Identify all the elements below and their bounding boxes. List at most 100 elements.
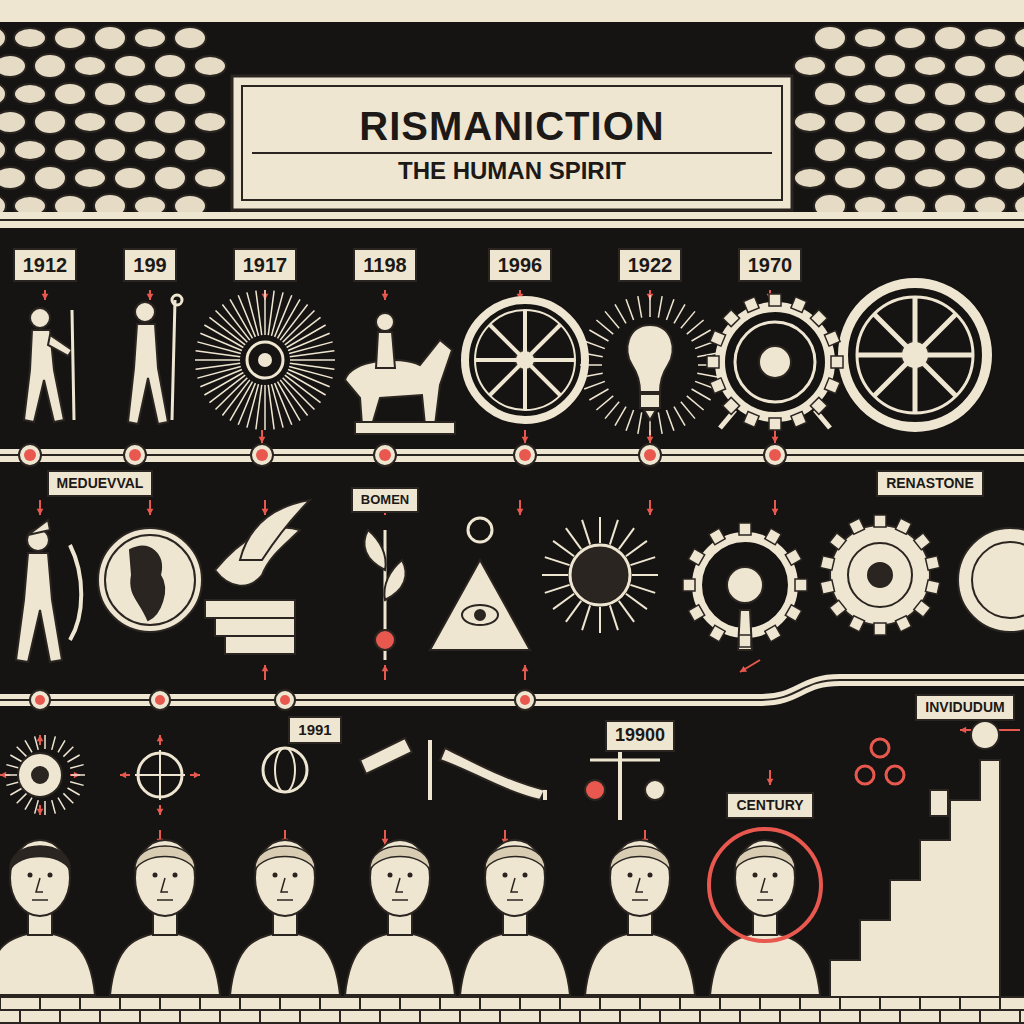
gear-teeth — [810, 397, 827, 414]
node-text: 1991 — [298, 721, 331, 739]
sunbursts — [5, 290, 720, 815]
divider-line — [0, 219, 1024, 221]
date-box: 1996 — [488, 248, 553, 282]
sunbursts — [630, 557, 655, 565]
stone-wall — [174, 139, 206, 161]
red-arrows — [42, 294, 49, 300]
node-text: RENASTONE — [886, 475, 974, 492]
brick-band — [0, 1011, 19, 1022]
gear-teeth — [849, 616, 865, 632]
stone-wall — [894, 83, 926, 105]
red-arrows — [0, 290, 1020, 845]
stone-wall — [974, 28, 1006, 48]
gear-teeth — [831, 356, 843, 368]
sunbursts — [275, 295, 292, 337]
timeline-dots — [520, 695, 530, 705]
sunbursts — [596, 320, 613, 334]
stone-wall — [74, 56, 106, 76]
top-row-figures — [874, 314, 956, 396]
timeline-dots — [35, 695, 45, 705]
sunbursts — [658, 412, 662, 434]
sunbursts — [52, 800, 56, 814]
stone-wall — [114, 167, 146, 189]
sunbursts — [70, 782, 84, 786]
brick-band — [401, 998, 439, 1009]
portrait-heads — [255, 840, 315, 916]
red-arrows — [262, 665, 269, 671]
middle-row-figures — [475, 610, 485, 620]
lower-row-figures — [430, 740, 545, 800]
stone-wall — [34, 166, 66, 190]
top-row-figures — [735, 322, 815, 402]
middle-row-figures — [848, 543, 912, 607]
middle-row-figures — [468, 518, 492, 542]
brick-band — [1, 998, 39, 1009]
brick-band — [261, 1011, 299, 1022]
sunbursts — [25, 798, 32, 810]
sunbursts — [195, 359, 240, 361]
portrait-heads — [735, 840, 795, 916]
top-row-figures — [627, 325, 672, 392]
stone-wall — [194, 56, 226, 76]
gear-teeth — [810, 310, 827, 327]
brick-band — [741, 1011, 779, 1022]
red-arrows — [157, 809, 164, 815]
brick-band — [981, 1011, 1019, 1022]
sunbursts — [582, 605, 590, 630]
timeline-dots — [379, 449, 391, 461]
portrait-heads — [628, 873, 633, 878]
sunbursts — [599, 517, 601, 543]
brick-band — [201, 998, 239, 1009]
portrait-heads — [485, 840, 545, 916]
stone-wall — [94, 82, 126, 106]
brick-band — [501, 1011, 539, 1022]
stone-wall — [994, 110, 1024, 134]
top-row-figures — [857, 297, 973, 413]
stone-wall — [814, 26, 846, 50]
portrait-heads — [585, 932, 695, 995]
stone-wall — [54, 27, 86, 49]
middle-row-figures — [384, 560, 405, 600]
molecule-symbol — [856, 766, 874, 784]
stone-wall — [0, 22, 1024, 218]
sunbursts — [681, 402, 695, 419]
sunbursts — [25, 740, 32, 752]
stone-wall — [134, 140, 166, 160]
top-row-figures — [857, 297, 973, 413]
portrait-heads — [648, 873, 653, 878]
brick-band — [961, 998, 999, 1009]
sunbursts — [545, 557, 570, 565]
sunbursts — [553, 541, 574, 556]
sunbursts — [687, 396, 704, 410]
top-row-figures — [135, 302, 155, 322]
portrait-heads — [485, 846, 545, 870]
stone-wall — [134, 28, 166, 48]
middle-row-figures — [375, 630, 395, 650]
stone-wall — [934, 82, 966, 106]
node-text: 1198 — [363, 253, 406, 277]
red-arrows — [194, 772, 200, 779]
node-text: INVIDUDUM — [925, 699, 1004, 716]
stone-wall — [174, 83, 206, 105]
timeline-dots — [764, 444, 786, 466]
portrait-heads — [610, 846, 670, 870]
sunbursts — [610, 605, 618, 630]
stone-wall — [974, 140, 1006, 160]
sunbursts — [626, 410, 634, 431]
sunbursts — [264, 385, 266, 430]
portrait-heads — [753, 873, 758, 878]
stone-wall — [54, 83, 86, 105]
brick-band — [861, 1011, 899, 1022]
portrait-heads — [757, 899, 773, 901]
stone-wall — [794, 168, 826, 188]
timeline-dots — [256, 449, 268, 461]
gear-teeth — [765, 528, 781, 544]
stone-wall — [794, 56, 826, 76]
sunbursts — [589, 330, 608, 341]
top-row-figures — [376, 332, 395, 368]
portrait-heads — [0, 840, 820, 995]
timeline-dots — [644, 449, 656, 461]
banner — [242, 86, 782, 200]
portrait-heads — [773, 873, 778, 878]
red-arrows — [740, 666, 747, 672]
